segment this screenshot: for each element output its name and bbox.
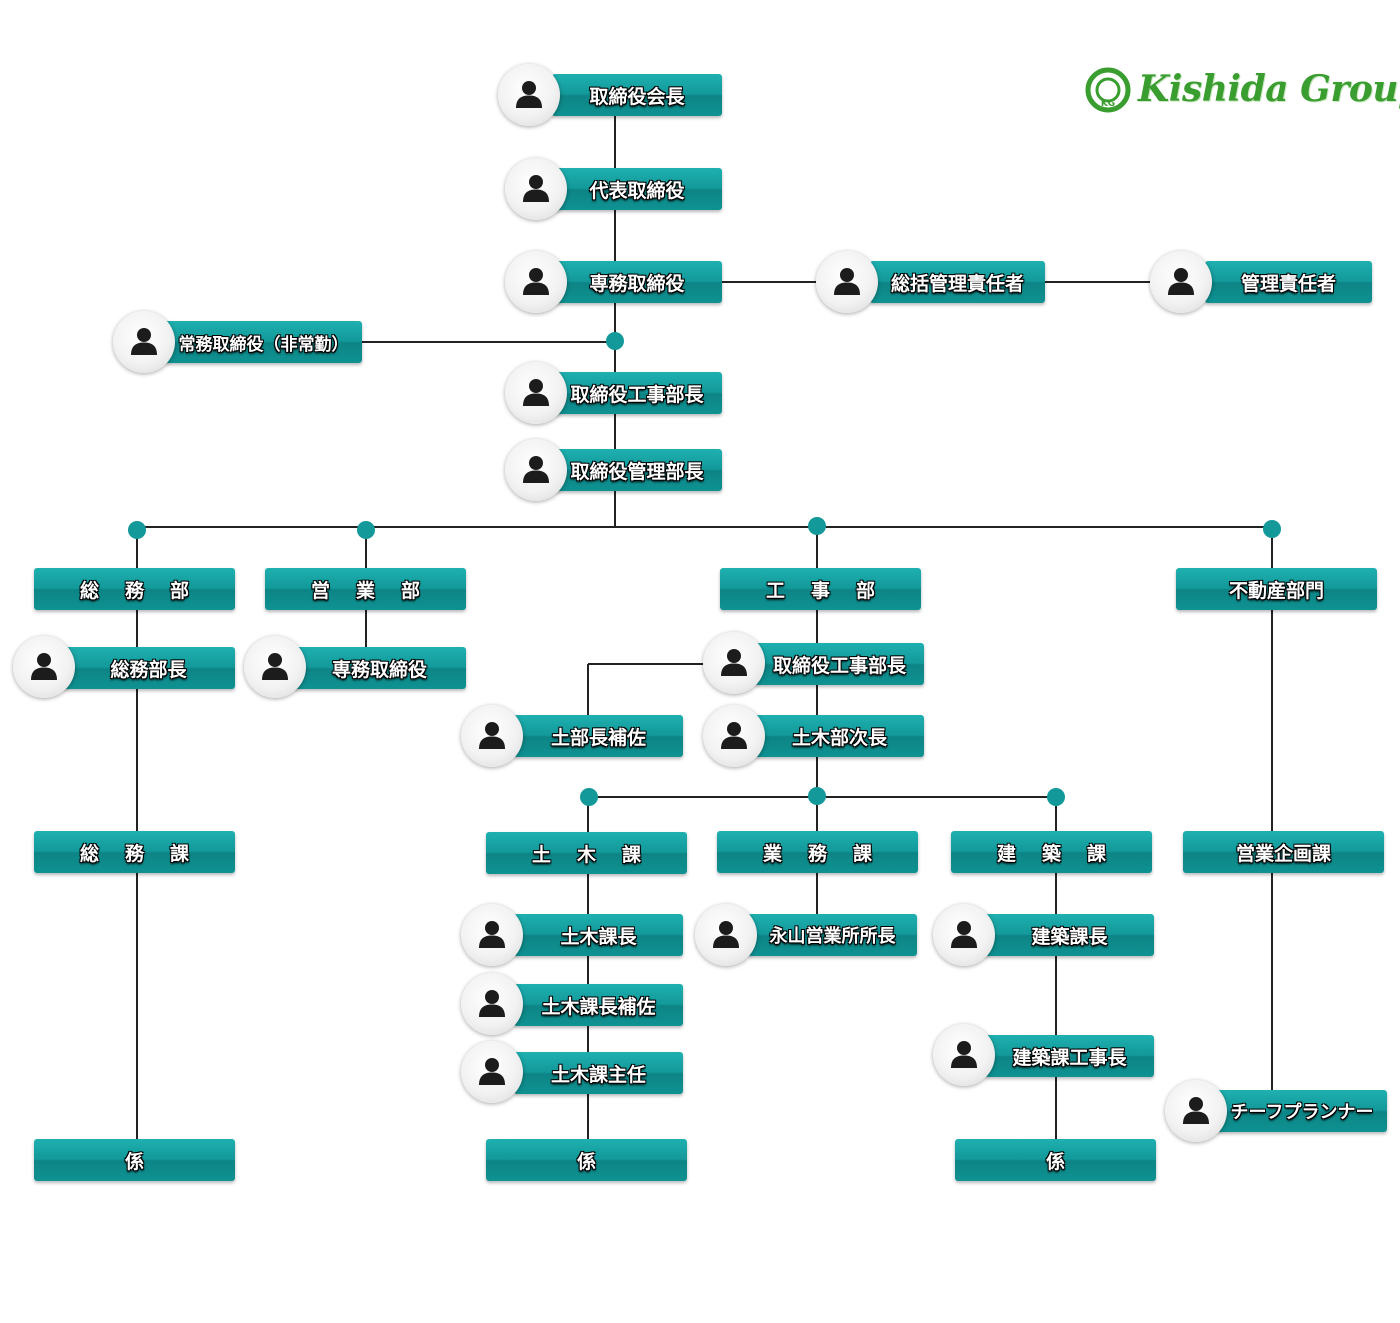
node-architecture-works-chief: 建築課工事長 <box>985 1035 1154 1077</box>
junction-dot <box>128 521 146 539</box>
person-icon <box>505 362 567 424</box>
node-manager-responsible: 管理責任者 <box>1205 261 1372 303</box>
person-icon <box>461 1041 523 1103</box>
node-sec-civil: 土木課 <box>486 832 687 874</box>
node-general-manager-responsible: 総括管理責任者 <box>870 261 1045 303</box>
node-sec-sales-planning: 営業企画課 <box>1183 831 1384 873</box>
person-icon <box>816 251 878 313</box>
kishida-group-logo: KG Kishida Group <box>1084 64 1400 120</box>
person-icon <box>461 973 523 1035</box>
junction-dot <box>1263 520 1281 538</box>
svg-text:KG: KG <box>1101 99 1115 109</box>
node-civil-deputy-head: 土木部次長 <box>755 715 924 757</box>
person-icon <box>1165 1080 1227 1142</box>
person-icon <box>1150 251 1212 313</box>
junction-dot <box>808 517 826 535</box>
junction-dot <box>606 332 624 350</box>
node-chief-planner: チーフプランナー <box>1217 1090 1387 1132</box>
node-director-admin-head: 取締役管理部長 <box>552 449 722 491</box>
person-icon <box>703 705 765 767</box>
person-icon <box>933 1024 995 1086</box>
person-icon <box>461 904 523 966</box>
node-sec-operations: 業務課 <box>717 831 918 873</box>
junction-dot <box>1047 788 1065 806</box>
node-dept-real-estate: 不動産部門 <box>1176 568 1377 610</box>
node-civil-section-chief: 土木課長 <box>514 914 683 956</box>
person-icon <box>505 158 567 220</box>
junction-dot <box>580 788 598 806</box>
node-sec-general-affairs: 総務課 <box>34 831 235 873</box>
node-managing-director-parttime: 常務取締役（非常勤） <box>165 321 362 363</box>
junction-dot <box>808 787 826 805</box>
node-staff-civil: 係 <box>486 1139 687 1181</box>
node-staff-architecture: 係 <box>955 1139 1156 1181</box>
person-icon <box>933 904 995 966</box>
node-civil-section-lead: 土木課主任 <box>514 1052 683 1094</box>
node-senior-managing-director: 専務取締役 <box>552 261 722 303</box>
node-chairman: 取締役会長 <box>552 74 722 116</box>
node-construction-director-head: 取締役工事部長 <box>755 643 924 685</box>
person-icon <box>244 636 306 698</box>
node-dept-general-affairs: 総務部 <box>34 568 235 610</box>
node-sec-architecture: 建築課 <box>951 831 1152 873</box>
node-director-construction-head: 取締役工事部長 <box>552 372 722 414</box>
node-architecture-section-chief: 建築課長 <box>985 914 1154 956</box>
node-civil-assistant-head: 土部長補佐 <box>514 715 683 757</box>
node-nagayama-office-head: 永山営業所所長 <box>748 914 917 956</box>
person-icon <box>703 632 765 694</box>
person-icon <box>13 636 75 698</box>
node-civil-section-assistant: 土木課長補佐 <box>514 984 683 1026</box>
node-sales-senior-managing: 専務取締役 <box>293 647 466 689</box>
person-icon <box>461 705 523 767</box>
person-icon <box>505 251 567 313</box>
junction-dot <box>357 521 375 539</box>
person-icon <box>695 904 757 966</box>
person-icon <box>113 311 175 373</box>
node-staff-general-affairs: 係 <box>34 1139 235 1181</box>
node-general-affairs-head: 総務部長 <box>62 647 235 689</box>
node-president: 代表取締役 <box>552 168 722 210</box>
kg-logo-icon: KG <box>1085 67 1131 113</box>
node-dept-construction: 工事部 <box>720 568 921 610</box>
node-dept-sales: 営業部 <box>265 568 466 610</box>
person-icon <box>505 439 567 501</box>
person-icon <box>498 64 560 126</box>
